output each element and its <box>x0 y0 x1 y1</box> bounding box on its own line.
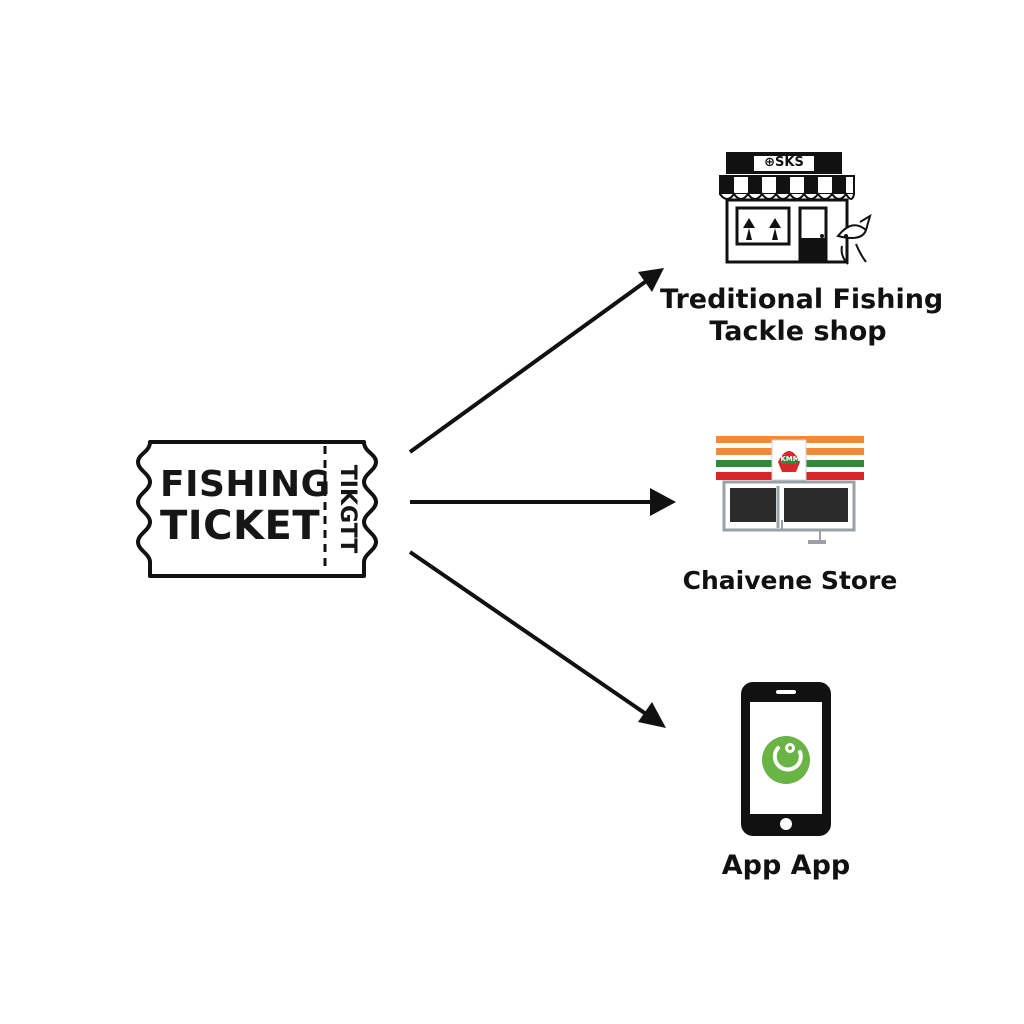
tackle-shop-sign-text: ⊕SKS <box>764 155 804 170</box>
tackle-shop-label-line1: Treditional Fishing <box>660 284 944 315</box>
arrowhead-app <box>638 702 666 728</box>
app-logo-icon <box>762 736 810 784</box>
ticket-title-line1: FISHING <box>160 464 331 505</box>
ticket-stub-text: TIKGTT <box>335 464 360 554</box>
tackle-shop-label-line2: Tackle shop <box>709 316 887 348</box>
ticket-title-line2: TICKET <box>160 502 321 549</box>
arrowhead-tackle-shop <box>638 268 664 292</box>
tackle-shop-icon <box>719 152 872 265</box>
fishing-ticket <box>136 440 378 578</box>
store-sign-text: KMM <box>780 455 800 463</box>
convenience-store-label: Chaivene Store <box>682 566 898 595</box>
ticket-outline <box>136 440 378 578</box>
awning <box>719 175 855 200</box>
arrow-to-app <box>408 550 648 716</box>
ticket-title: FISHING TICKET <box>160 464 331 549</box>
arrows <box>408 268 676 728</box>
phone-icon <box>741 682 831 836</box>
convenience-store-icon <box>716 436 864 544</box>
arrowhead-store <box>650 488 676 516</box>
app-label: App App <box>721 850 851 881</box>
arrow-to-tackle-shop <box>408 272 658 454</box>
tackle-shop-label: Treditional Fishing Tackle shop <box>660 284 944 349</box>
